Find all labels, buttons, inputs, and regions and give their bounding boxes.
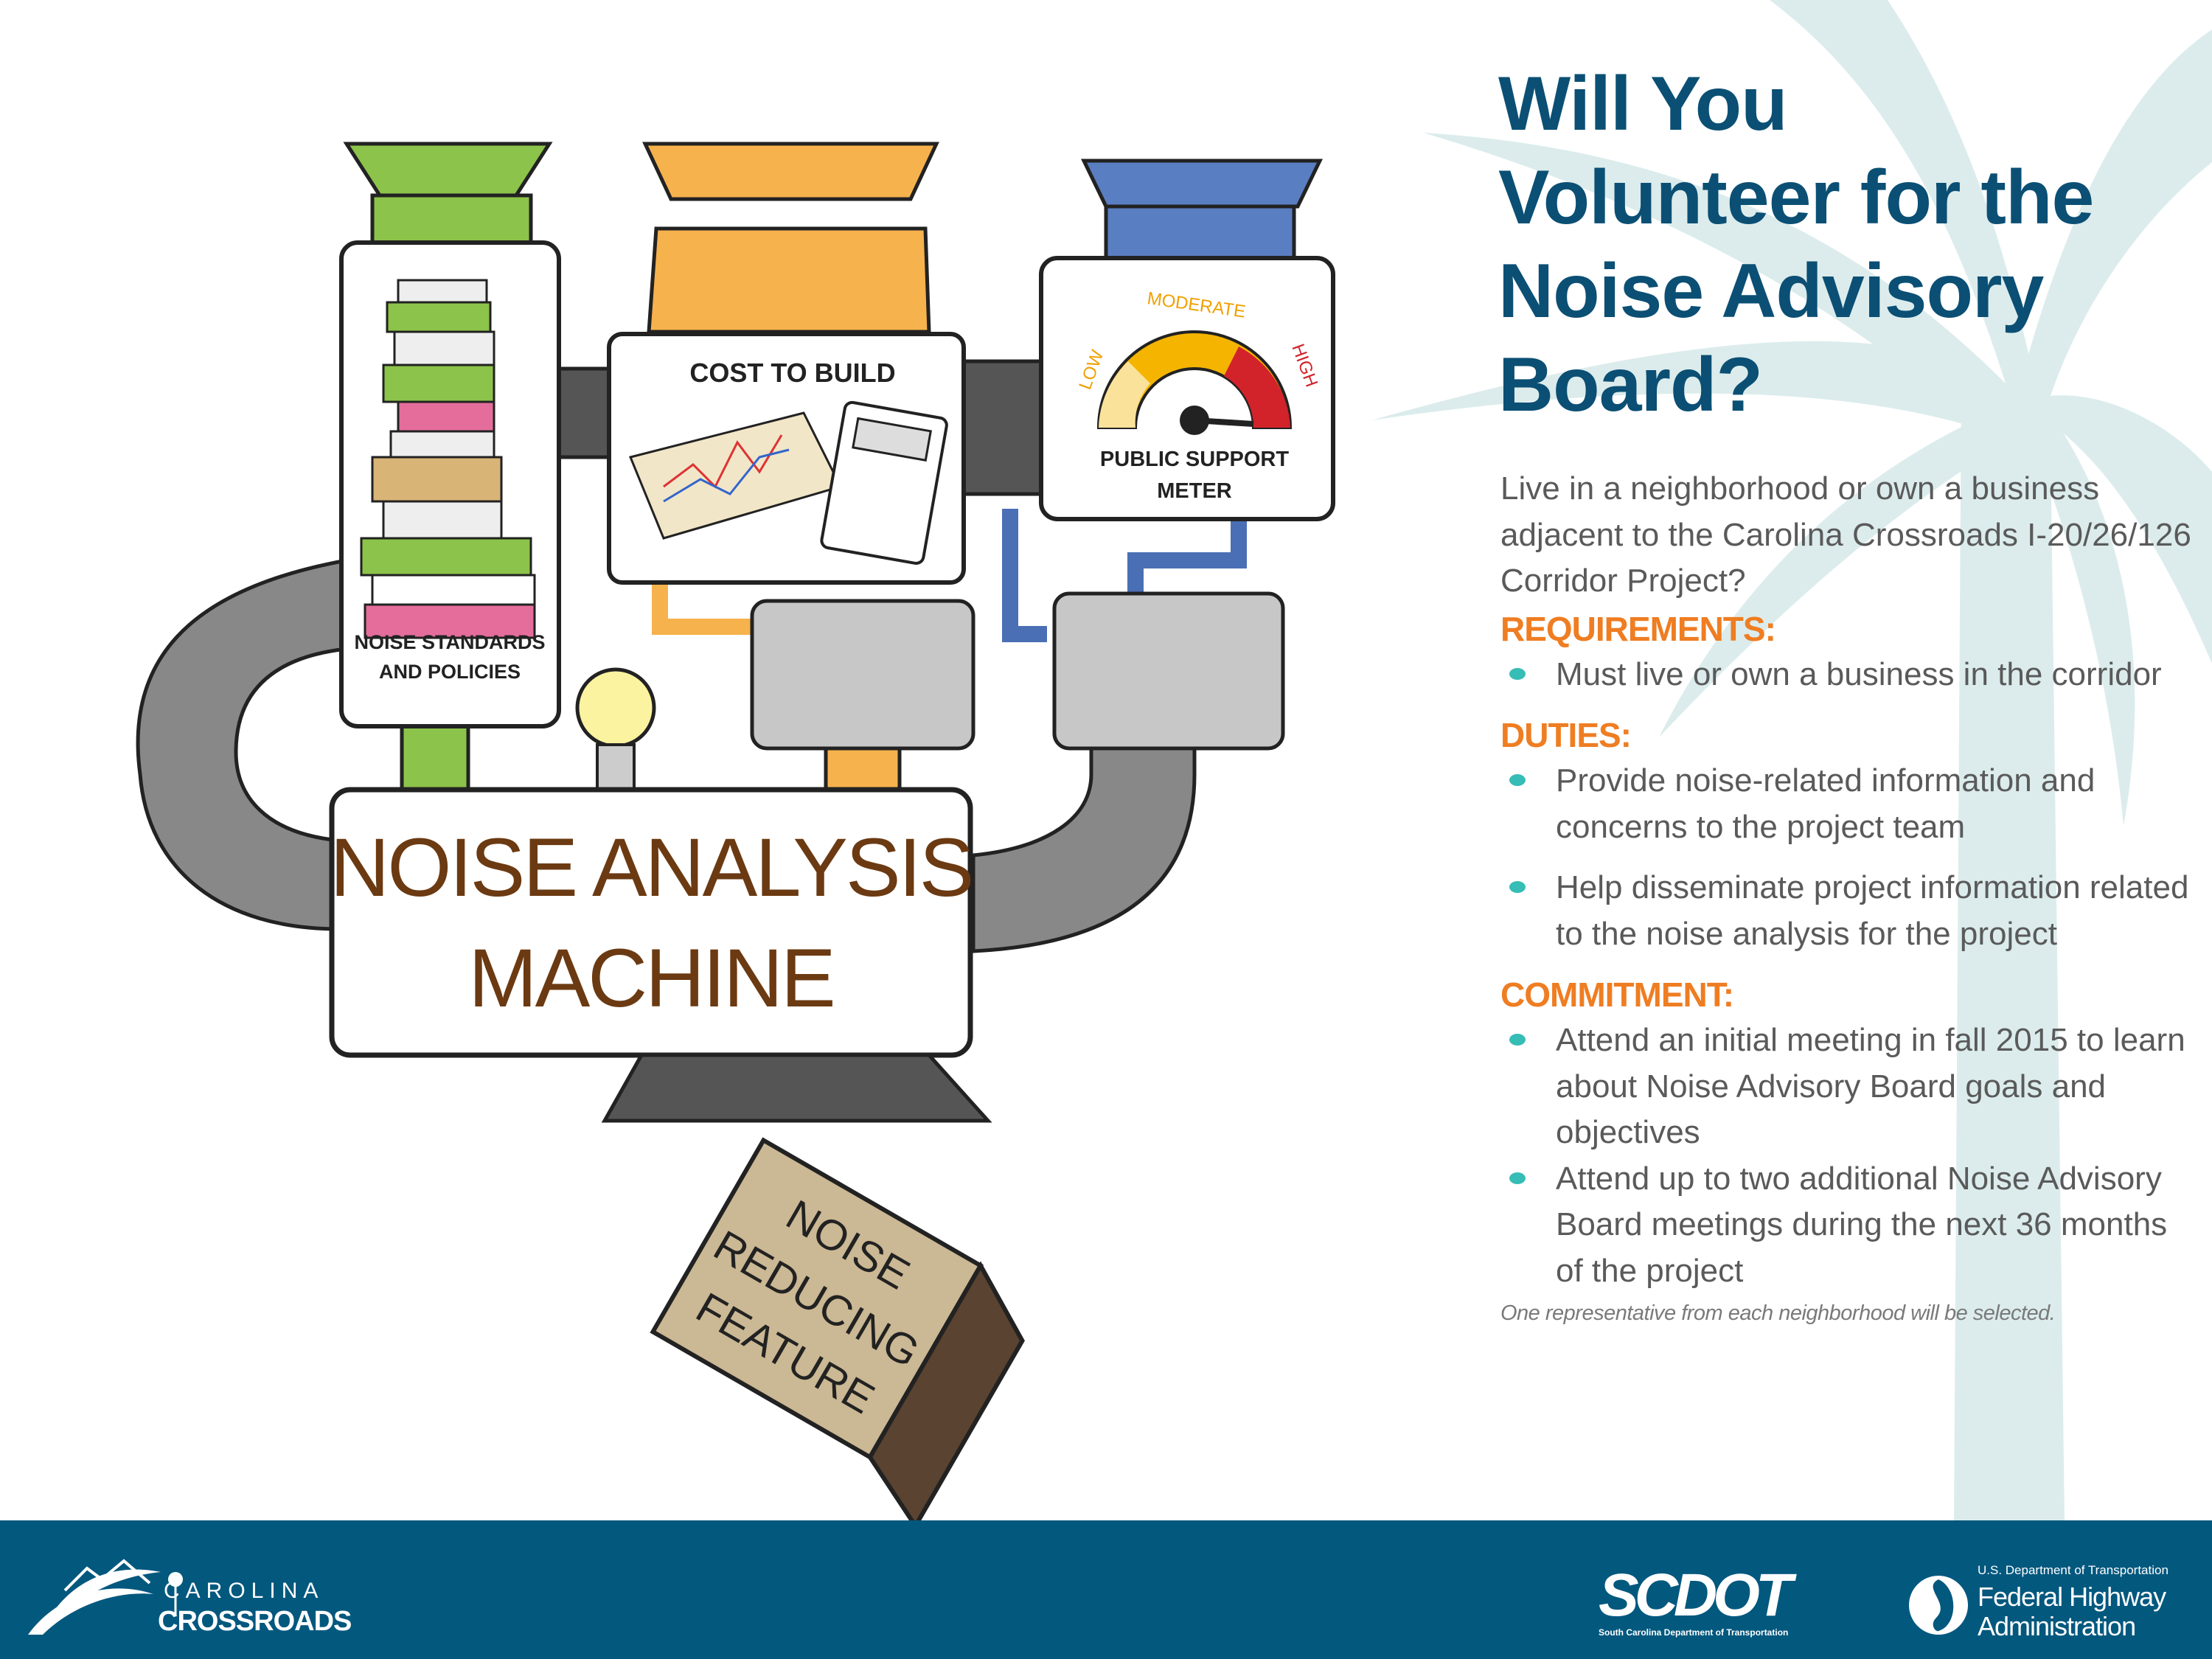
- noise-reducing-feature-box: NOISE REDUCING FEATURE: [650, 1137, 1025, 1531]
- duties-list: Provide noise-related information and co…: [1500, 758, 2194, 957]
- title-line: Noise Advisory: [1498, 248, 2044, 334]
- fhwa-line1: Federal Highway: [1978, 1582, 2166, 1612]
- fhwa-logo: U.S. Department of Transportation Federa…: [1907, 1563, 2202, 1652]
- title-line: Board?: [1498, 342, 1763, 428]
- panel-right-label-1: PUBLIC SUPPORT: [1100, 448, 1289, 471]
- crossroads-logo-icon: [28, 1559, 183, 1635]
- machine-body: NOISE ANALYSIS MACHINE: [329, 787, 992, 1123]
- commitment-heading: COMMITMENT:: [1500, 975, 1734, 1014]
- list-item-text: Attend an initial meeting in fall 2015 t…: [1556, 1022, 2185, 1150]
- details-section: Live in a neighborhood or own a business…: [1500, 466, 2194, 1326]
- panel-left-label-1: NOISE STANDARDS: [354, 631, 545, 653]
- scdot-wordmark: SCDOT: [1599, 1562, 1792, 1629]
- panel-right-label-2: METER: [1157, 479, 1232, 503]
- fhwa-emblem-icon: [1909, 1576, 1968, 1635]
- intro-text: Live in a neighborhood or own a business…: [1500, 470, 2191, 599]
- page-title: Will You Volunteer for the Noise Advisor…: [1498, 58, 2206, 432]
- list-item-text: Provide noise-related information and co…: [1556, 762, 2096, 845]
- fhwa-dept: U.S. Department of Transportation: [1978, 1563, 2168, 1577]
- fhwa-line2: Administration: [1978, 1611, 2136, 1641]
- title-line: Will You: [1498, 61, 1788, 147]
- bullet-icon: [1509, 1172, 1526, 1184]
- list-item: Provide noise-related information and co…: [1500, 758, 2194, 850]
- bullet-icon: [1509, 774, 1526, 786]
- panel-left-label-2: AND POLICIES: [379, 661, 521, 683]
- list-item-text: Attend up to two additional Noise Adviso…: [1556, 1160, 2168, 1289]
- title-line: Volunteer for the: [1498, 155, 2094, 240]
- list-item: Attend up to two additional Noise Adviso…: [1500, 1156, 2194, 1295]
- list-item-text: Must live or own a business in the corri…: [1556, 655, 2162, 692]
- public-support-meter-panel: LOW MODERATE HIGH PUBLIC SUPPORT METER: [1039, 256, 1335, 521]
- funnels: [343, 142, 1323, 334]
- hoses: [136, 359, 1197, 953]
- list-item: Attend an initial meeting in fall 2015 t…: [1500, 1018, 2194, 1156]
- list-item: Help disseminate project information rel…: [1500, 865, 2194, 957]
- requirements-list: Must live or own a business in the corri…: [1500, 652, 2194, 698]
- machine-label-1: NOISE ANALYSIS: [330, 821, 973, 914]
- bullet-icon: [1509, 1034, 1526, 1046]
- cc-line2: CROSSROADS: [158, 1606, 352, 1637]
- footer: CAROLINA CROSSROADS SCDOT South Carolina…: [0, 1520, 2212, 1659]
- bullet-icon: [1509, 667, 1526, 680]
- bullet-icon: [1509, 881, 1526, 893]
- commitment-list: Attend an initial meeting in fall 2015 t…: [1500, 1018, 2194, 1294]
- scdot-subtitle: South Carolina Department of Transportat…: [1599, 1627, 1789, 1638]
- duties-heading: DUTIES:: [1500, 716, 1632, 754]
- noise-standards-panel: NOISE STANDARDS AND POLICIES: [339, 240, 561, 728]
- cc-line1: CAROLINA: [164, 1579, 324, 1603]
- scdot-logo: SCDOT South Carolina Department of Trans…: [1599, 1562, 1792, 1638]
- panel-middle-label: COST TO BUILD: [689, 358, 895, 388]
- requirements-heading: REQUIREMENTS:: [1500, 609, 1776, 648]
- palm-tree-background: [1371, 0, 2212, 1520]
- cost-to-build-panel: COST TO BUILD: [607, 332, 966, 585]
- list-item-text: Help disseminate project information rel…: [1556, 869, 2189, 952]
- selection-note: One representative from each neighborhoo…: [1500, 1301, 2056, 1325]
- light-bulb-icon: [575, 667, 656, 790]
- machine-label-2: MACHINE: [468, 932, 833, 1024]
- list-item: Must live or own a business in the corri…: [1500, 652, 2194, 698]
